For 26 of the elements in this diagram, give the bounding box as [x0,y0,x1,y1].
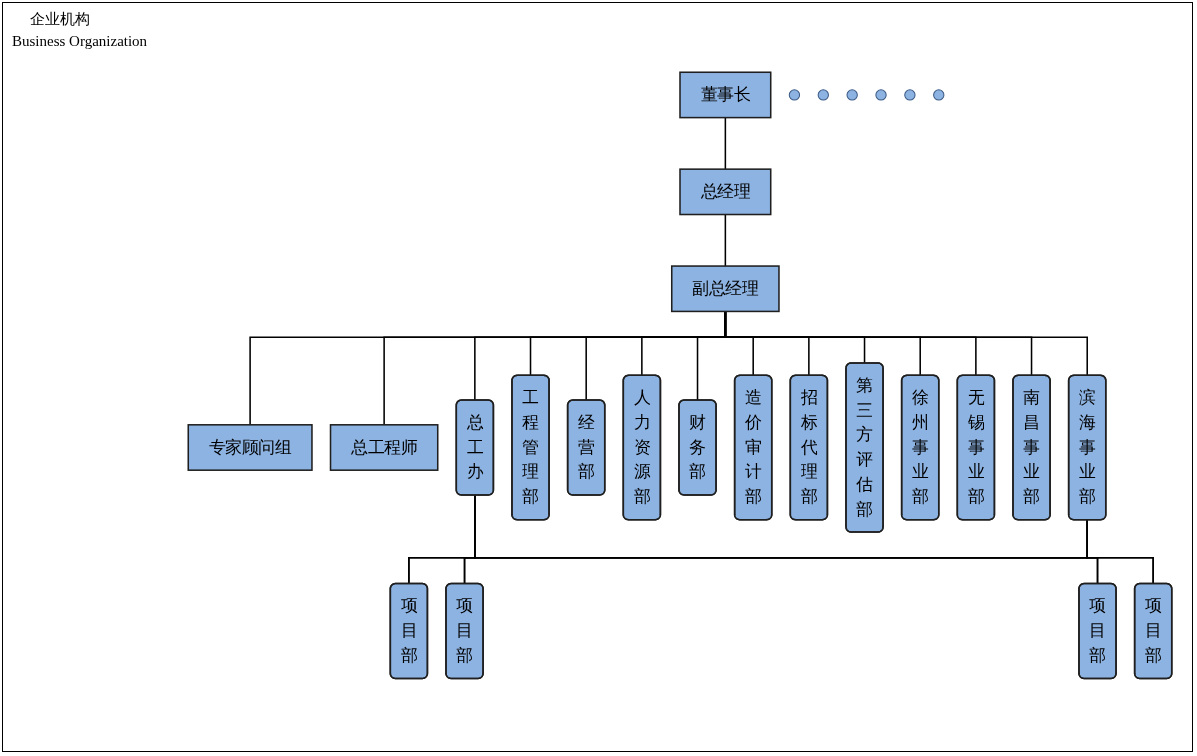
department-box: 经营部 [566,399,606,496]
department-box: 徐州事业部 [900,374,940,521]
subtitle-text: Business Organization [12,33,148,50]
department-box: 项目部 [445,582,484,680]
connector [1086,519,1154,585]
department-box: 招标代理部 [789,374,829,521]
department-box: 南昌事业部 [1012,374,1051,521]
department-box: 总工办 [455,399,495,496]
position-box: 专家顾问组 [187,424,313,472]
connector [724,213,727,267]
department-box: 财务部 [678,399,717,496]
department-box: 无锡事业部 [956,374,996,521]
connector [724,117,727,171]
position-box: 总经理 [679,168,772,216]
department-box: 项目部 [1078,582,1117,680]
position-box: 董事长 [679,71,772,119]
department-box: 项目部 [389,582,429,680]
position-box: 副总经理 [670,265,780,313]
department-box: 项目部 [1133,582,1173,680]
department-box: 造价审计部 [733,374,773,521]
department-box: 滨海事业部 [1067,374,1107,521]
department-box: 人力资源部 [622,374,662,521]
position-box: 总工程师 [329,424,439,472]
department-box: 工程管理部 [511,374,550,521]
department-box: 第三方评估部 [845,362,884,533]
diagram-title: 企业机构 [30,10,91,29]
